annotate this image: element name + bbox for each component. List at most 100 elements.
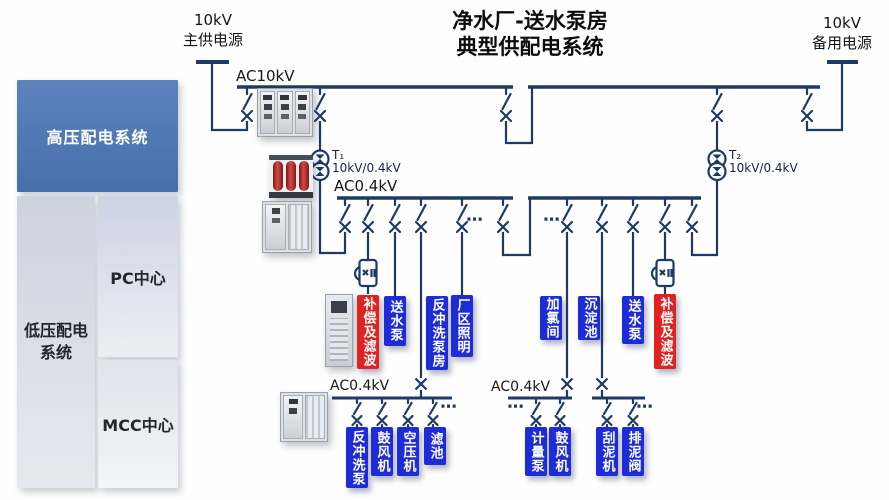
page-title-line2: 典型供配电系统 [456,35,604,59]
mcc1-feeder-breaker-icon [414,196,428,234]
main-source-drop-wire [210,62,249,132]
main-source-name: 主供电源 [182,31,243,49]
main-source-label: 10kV 主供电源 [163,10,263,50]
t1-breaker-icon [313,85,327,123]
main-source-voltage: 10kV [193,11,233,29]
load-box-backwash-pump-house: 反冲洗泵房 [426,296,448,370]
mcc2b-incomer-breaker-icon [595,377,609,391]
t2-ratio: 10kV/0.4kV [729,161,798,175]
load-box-water-supply-pump-2: 送水泵 [622,296,644,344]
cabinet-vents [330,318,348,361]
load-box-water-supply-pump-1: 送水泵 [384,296,406,346]
mcc2a-incomer-breaker-icon [560,377,574,391]
pc-bustie-breaker-icon [496,196,510,234]
load-box-plant-lighting: 厂区照明 [451,295,473,357]
mcc-bus1-label: AC0.4kV [330,378,390,394]
mcc-bus2a-more-feeders-ellipsis: ⋯ [507,397,524,417]
t1-ratio: 10kV/0.4kV [332,161,401,175]
cabinet-screen [331,301,347,313]
switchgear-panel [288,204,309,250]
pc-bus2-incomer-breaker-icon [685,196,699,234]
sidebar-lv-line1: 低压配电 [23,321,88,340]
load-box-chlorination-room: 加氯间 [540,296,562,340]
compensation2-breaker-icon [658,196,672,234]
hv-bustie-wire [504,88,534,145]
load-box-mud-discharge-valve: 排泥阀 [622,427,644,476]
sidebar-pc-center-box: PC中心 [98,196,178,357]
metering-pump-breaker-icon [530,396,542,430]
t1-name: T₁ [332,148,345,162]
load-box-blower-2: 鼓风机 [549,427,571,476]
load-box-compensation-filter-2: 补偿及滤波 [654,294,676,369]
scraper-breaker-icon [601,396,613,430]
transformer-coil [273,161,283,191]
pc-cabinet-photo [325,294,353,367]
load-box-mud-scraper: 刮泥机 [596,427,618,476]
load-box-filter-pool: 滤池 [424,427,446,465]
load-box-sedimentation-tank: 沉淀池 [578,296,600,340]
pump2-breaker-icon [626,196,640,234]
mcc-bus1-more-feeders-ellipsis: ⋯ [440,397,457,417]
transformer-coils [269,160,313,192]
pc-bus-label: AC0.4kV [334,177,398,195]
transformer-frame-base [269,192,313,198]
load-box-metering-pump: 计量泵 [525,427,547,476]
pc-bus1-more-feeders-ellipsis: ⋯ [466,210,483,230]
pc-bus1-incomer-breaker-icon [338,196,352,234]
backup-source-label: 10kV 备用电源 [792,13,889,53]
mcc2a-feeder-breaker-icon [560,196,574,234]
sidebar-hv-system-box: 高压配电系统 [17,80,178,192]
compensation1-breaker-icon [361,196,375,234]
sidebar-lv-system-label: 低压配电 系统 [24,320,88,364]
t2-breaker-icon [710,85,724,123]
compressor-breaker-icon [402,396,414,430]
dry-type-transformer-photo [269,155,313,198]
page-title: 净水厂-送水泵房 典型供配电系统 [410,8,650,60]
transformer-t1-label: T₁ 10kV/0.4kV [332,149,401,175]
sidebar-hv-system-label: 高压配电系统 [46,128,149,147]
transformer-t2-label: T₂ 10kV/0.4kV [729,149,798,175]
filter-pool-breaker-icon [427,396,439,430]
blower2-breaker-icon [554,396,566,430]
hv-bustie-breaker-icon [499,85,513,123]
pump1-breaker-icon [388,196,402,234]
hv-switchgear-photo [257,88,313,137]
hv-incomer-breaker-icon [240,85,254,123]
hv-level [196,60,858,257]
backwash-pump-breaker-icon [351,396,363,430]
mcc-level [332,396,645,430]
backup-source-voltage: 10kV [822,14,862,32]
load-box-backwash-pump: 反冲洗泵 [346,427,368,488]
page-title-line1: 净水厂-送水泵房 [452,9,608,33]
backup-source-name: 备用电源 [811,34,872,52]
hv-backup-incomer-breaker-icon [800,85,814,123]
mcc-bus2-label: AC0.4kV [491,379,551,395]
switchgear-panel [294,91,310,134]
t1-secondary-wire [318,180,347,255]
sidebar-lv-line2: 系统 [39,343,72,362]
transformer-t1-icon [310,149,330,182]
transformer-t2-icon [707,149,727,182]
pc-bustie-wire [501,199,532,257]
sidebar-mcc-center-box: MCC中心 [98,360,178,488]
switchgear-panel [277,91,293,134]
blower1-breaker-icon [376,396,388,430]
mcc-cabinet-photo [280,392,328,442]
pc-bus2-more-feeders-ellipsis: ⋯ [543,210,560,230]
sidebar-pc-center-label: PC中心 [110,268,166,288]
sidebar-mcc-center-label: MCC中心 [102,416,174,435]
mcc2b-feeder-breaker-icon [595,196,609,234]
backup-source-drop-wire [805,62,844,132]
load-box-blower-1: 鼓风机 [371,427,393,476]
mcc1-incomer-breaker-icon [414,377,428,391]
switchgear-panel [283,395,303,439]
hv-bus-label: AC10kV [236,67,295,85]
load-box-air-compressor: 空压机 [397,427,419,476]
transformer-frame-top [269,155,313,160]
sidebar-lv-system-box: 低压配电 系统 [17,196,95,488]
lv-switchgear-photo [262,201,312,253]
switchgear-panel [305,395,325,439]
filter-capacitor2-icon [650,254,675,296]
